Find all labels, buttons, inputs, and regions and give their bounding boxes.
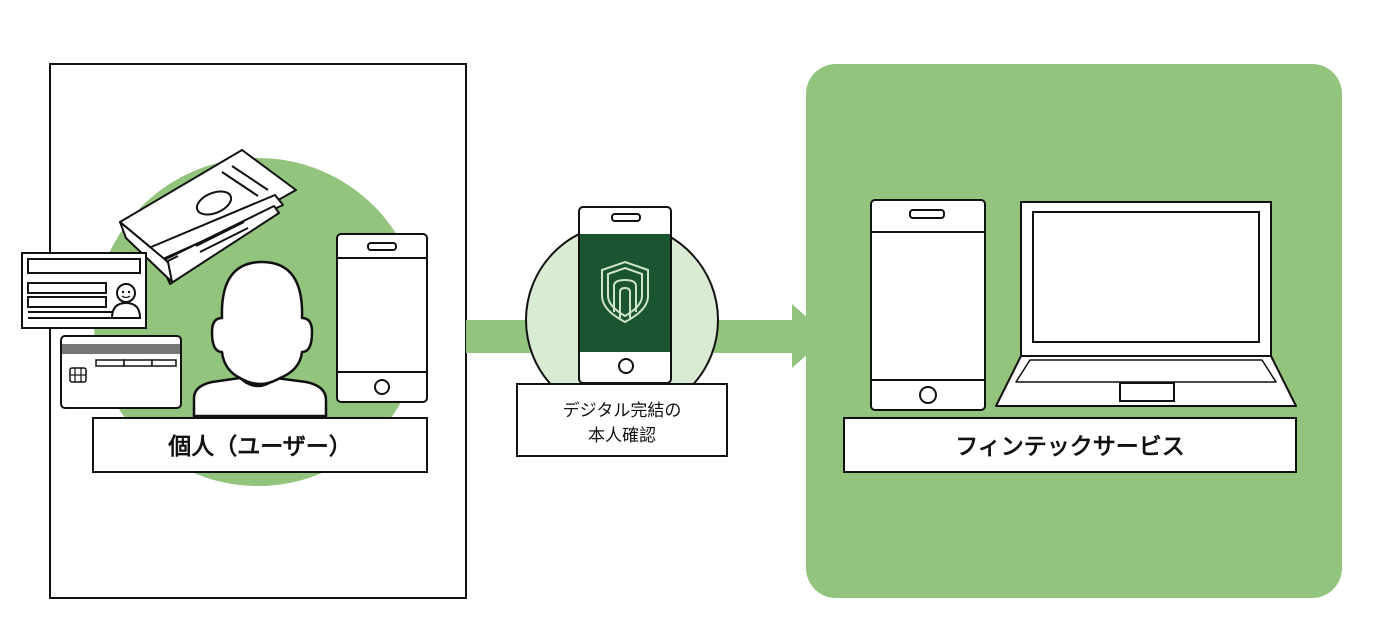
verification-label-line2: 本人確認: [588, 426, 656, 446]
service-label-box: [843, 417, 1297, 473]
verification-smartphone-icon: [578, 206, 672, 384]
user-label: 個人（ユーザー）: [167, 433, 352, 460]
ic-card-icon: [60, 335, 182, 409]
laptop-icon: [995, 201, 1297, 407]
service-smartphone-icon: [870, 199, 986, 411]
shield-icon: [601, 260, 649, 324]
user-label-box: [92, 417, 428, 473]
service-label: フィンテックサービス: [955, 434, 1185, 460]
verification-label-box: [516, 383, 728, 457]
user-silhouette-icon: [192, 260, 328, 418]
passport-icon: [119, 149, 297, 285]
verification-label-line1: デジタル完結の: [563, 400, 682, 421]
id-card-icon: [21, 252, 147, 329]
user-smartphone-icon: [336, 233, 428, 403]
